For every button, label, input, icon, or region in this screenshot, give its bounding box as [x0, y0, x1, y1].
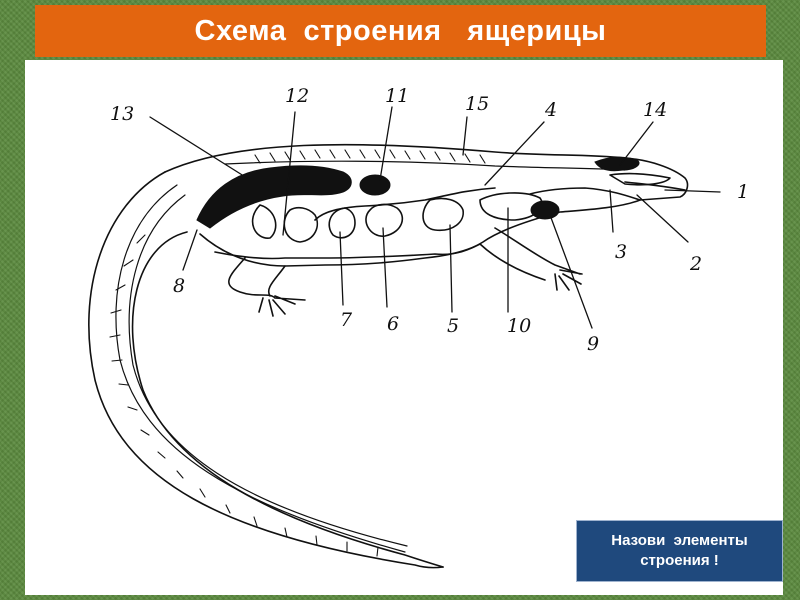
- label-4: 4: [544, 99, 557, 121]
- jaw-line: [529, 187, 641, 201]
- label-8: 8: [173, 275, 185, 297]
- leader-11: [379, 106, 393, 181]
- callout-line-1: Назови элементы: [611, 531, 748, 549]
- spine-line: [224, 160, 626, 171]
- forelimb-2: [479, 243, 546, 281]
- task-callout: Назови элементы строения !: [576, 520, 783, 582]
- label-11: 11: [385, 85, 409, 107]
- diagram-panel: 13 12 11 15 4 14 1 2 3 9 10 5 6 7 8: [25, 60, 783, 595]
- hindlimb-2: [267, 265, 286, 297]
- leader-1: [664, 189, 721, 193]
- organ-dark-dorsal: [196, 165, 352, 229]
- leader-2: [636, 194, 689, 243]
- organ-dark-brain: [594, 156, 640, 172]
- esophagus: [314, 187, 496, 221]
- leader-15: [462, 116, 468, 156]
- lizard-belly-outline: [199, 233, 481, 267]
- tail-inner: [131, 231, 444, 568]
- label-3: 3: [615, 241, 627, 263]
- lung: [283, 206, 319, 243]
- label-10: 10: [507, 315, 531, 337]
- kidney-loop: [251, 204, 277, 239]
- organ-dark-heart: [359, 174, 391, 196]
- stomach: [422, 197, 464, 232]
- label-13: 13: [110, 103, 134, 125]
- label-15: 15: [465, 93, 489, 115]
- leader-12: [282, 111, 296, 236]
- leader-14: [619, 121, 654, 166]
- label-7: 7: [340, 309, 353, 331]
- leader-7: [339, 231, 344, 306]
- label-9: 9: [587, 333, 599, 355]
- leader-8: [182, 229, 198, 271]
- tail-vertebrae: [115, 184, 406, 553]
- intestine-loop: [328, 207, 356, 239]
- mouth-cavity: [609, 172, 671, 186]
- label-14: 14: [643, 99, 667, 121]
- label-6: 6: [387, 313, 399, 335]
- label-2: 2: [689, 253, 702, 275]
- spine-ticks: [254, 149, 486, 164]
- leader-6: [382, 227, 388, 308]
- tail-outer: [88, 171, 444, 569]
- label-12: 12: [285, 85, 309, 107]
- label-1: 1: [737, 181, 749, 203]
- slide-title: Схема строения ящерицы: [35, 5, 766, 57]
- leader-4: [484, 121, 545, 186]
- intestine-loop-2: [365, 203, 404, 237]
- leader-9: [549, 214, 593, 329]
- callout-line-2: строения !: [640, 552, 719, 569]
- tail-vertebrae-2: [128, 194, 408, 547]
- hindlimb: [228, 257, 306, 317]
- leader-5: [449, 224, 453, 313]
- tail-segment-marks: [109, 234, 379, 557]
- lizard-anatomy-diagram: 13 12 11 15 4 14 1 2 3 9 10 5 6 7 8: [88, 85, 749, 569]
- leader-13: [149, 116, 248, 179]
- organ-dark-gland: [530, 200, 560, 220]
- label-5: 5: [447, 315, 459, 337]
- leader-3: [609, 189, 614, 233]
- tongue: [624, 181, 686, 191]
